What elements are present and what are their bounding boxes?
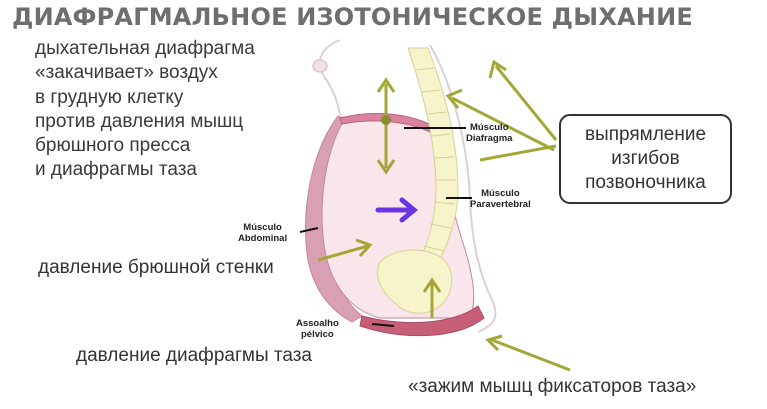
- intro-line: в грудную клетку: [35, 86, 184, 108]
- caption-pelvic-diaphragm: давление диафрагмы таза: [76, 345, 312, 366]
- page-title: ДИАФРАГМАЛЬНОЕ ИЗОТОНИЧЕСКОЕ ДЫХАНИЕ: [12, 3, 693, 31]
- label-pelvic-floor: Assoalho pélvico: [296, 318, 339, 340]
- callout-line: позвоночника: [585, 172, 706, 193]
- vertebrae: [415, 67, 456, 252]
- caption-pelvic-clamp: «зажим мышц фиксаторов таза»: [408, 376, 697, 397]
- intro-line: брюшного пресса: [35, 135, 191, 157]
- abdominal-pressure-arrow: [317, 238, 373, 262]
- intro-line: и диафрагмы таза: [35, 159, 197, 181]
- nipple-icon: [312, 59, 328, 73]
- chest-outline: [319, 39, 341, 116]
- label-diaphragm: Músculo Diafragma: [466, 122, 513, 144]
- spine-callout-box: выпрямление изгибов позвоночника: [559, 114, 732, 204]
- callout-line: изгибов: [611, 148, 680, 169]
- label-abdominal: Músculo Abdominal: [238, 222, 288, 244]
- intro-line: «закачивает» воздух: [35, 62, 218, 84]
- label-paravertebral: Músculo Paravertebral: [470, 188, 531, 210]
- diaphragm-marker: [381, 115, 391, 125]
- breath-arrow: [375, 197, 418, 223]
- callout-line: выпрямление: [584, 124, 707, 145]
- intro-line: дыхательная диафрагма: [35, 38, 255, 59]
- label-leaders: [299, 127, 472, 327]
- caption-abdominal-wall: давление брюшной стенки: [38, 257, 274, 278]
- intro-text: дыхательная диафрагма «закачивает» возду…: [35, 37, 335, 183]
- pelvic-pressure-arrow: [422, 277, 442, 318]
- diaphragm-movement-arrow: [376, 77, 396, 175]
- spine-straightening-arrows: [445, 59, 558, 162]
- pelvic-floor-muscle: [359, 305, 485, 337]
- pelvic-clamp-arrow: [485, 334, 571, 372]
- intro-line: против давления мышц: [35, 110, 244, 132]
